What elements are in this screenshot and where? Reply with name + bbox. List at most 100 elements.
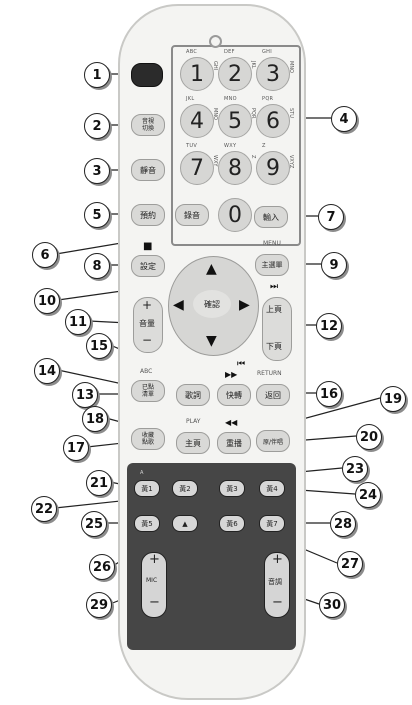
- callout-6: 6: [32, 242, 58, 268]
- callout-26: 26: [89, 554, 115, 580]
- setting-button[interactable]: 設定: [131, 255, 165, 277]
- callout-25: 25: [81, 511, 107, 537]
- callout-11: 11: [65, 309, 91, 335]
- num-key-8[interactable]: 8: [218, 151, 252, 185]
- sing-list-button[interactable]: 已點 清單: [131, 380, 165, 402]
- num-key-6[interactable]: 6: [256, 104, 290, 138]
- callout-28: 28: [330, 511, 356, 537]
- skip-next-icon: ⏭: [270, 282, 278, 292]
- callout-2: 2: [84, 113, 110, 139]
- num-key-3[interactable]: 3: [256, 57, 290, 91]
- panel-key-4[interactable]: 黃4: [259, 480, 285, 497]
- panel-key-2[interactable]: 黃2: [172, 480, 198, 497]
- panel-key-3[interactable]: 黃3: [219, 480, 245, 497]
- rw-icon: ◀◀: [225, 418, 237, 427]
- panel-key-1[interactable]: 黃1: [134, 480, 160, 497]
- panel-key-7[interactable]: 黃7: [259, 515, 285, 532]
- vol-plus-icon: +: [142, 298, 152, 312]
- num-key-6-letters: PQR: [262, 96, 273, 102]
- callout-3: 3: [84, 158, 110, 184]
- vol-label: 音量: [139, 318, 155, 329]
- callout-19: 19: [380, 386, 406, 412]
- mic-label: MIC: [146, 577, 157, 584]
- num-key-9-side: VXYZ: [288, 155, 294, 168]
- num-key-3-side: MNO: [288, 61, 294, 73]
- ir-indicator: [209, 35, 222, 48]
- arrow-up-icon[interactable]: ▲: [206, 262, 217, 276]
- vol-minus-icon: −: [142, 333, 152, 347]
- num-key-7-side: WXY: [212, 155, 218, 166]
- star-pick-button[interactable]: 收藏 點歌: [131, 428, 165, 450]
- num-key-7-letters: TUV: [186, 143, 197, 149]
- record-button[interactable]: 錄音: [175, 204, 209, 226]
- num-key-4[interactable]: 4: [180, 104, 214, 138]
- callout-30: 30: [319, 592, 345, 618]
- num-key-7[interactable]: 7: [180, 151, 214, 185]
- callout-1: 1: [84, 62, 110, 88]
- ok-button[interactable]: 確認: [193, 290, 231, 318]
- eject-button[interactable]: ▲: [172, 515, 198, 532]
- next-page-label: 下頁: [266, 341, 282, 352]
- callout-27: 27: [337, 551, 363, 577]
- mic-minus-icon: −: [149, 595, 160, 610]
- menu-small-label: MENU: [263, 240, 281, 247]
- prev-page-label: 上頁: [266, 304, 282, 315]
- reserve-button[interactable]: 預約: [131, 204, 165, 226]
- mode-button[interactable]: 音視 切換: [131, 114, 165, 136]
- mute-button[interactable]: 靜音: [131, 159, 165, 181]
- callout-8: 8: [84, 253, 110, 279]
- echo-label: 音調: [268, 577, 282, 587]
- arrow-right-icon[interactable]: ▶: [239, 298, 250, 312]
- callout-4: 4: [331, 106, 357, 132]
- arrow-left-icon[interactable]: ◀: [173, 298, 184, 312]
- callout-15: 15: [86, 333, 112, 359]
- num-key-0[interactable]: 0: [218, 198, 252, 232]
- panel-key-5[interactable]: 黃5: [134, 515, 160, 532]
- home-button[interactable]: 主頁: [176, 432, 210, 454]
- repeat-button[interactable]: 重播: [217, 432, 251, 454]
- callout-24: 24: [355, 482, 381, 508]
- power-button[interactable]: [131, 63, 163, 87]
- lyrics-button[interactable]: 歌詞: [176, 384, 210, 406]
- num-key-2-letters: DEF: [224, 49, 235, 55]
- callout-29: 29: [86, 592, 112, 618]
- menu-button[interactable]: 主選單: [255, 254, 289, 276]
- callout-21: 21: [86, 470, 112, 496]
- callout-16: 16: [316, 381, 342, 407]
- forward-button[interactable]: 快轉: [217, 384, 251, 406]
- echo-minus-icon: −: [272, 595, 283, 610]
- stop-icon: ■: [143, 241, 152, 252]
- panel-key-6[interactable]: 黃6: [219, 515, 245, 532]
- callout-17: 17: [63, 435, 89, 461]
- num-key-1[interactable]: 1: [180, 57, 214, 91]
- num-key-5[interactable]: 5: [218, 104, 252, 138]
- sing-track-button[interactable]: 原/伴唱: [256, 430, 290, 452]
- return-button[interactable]: 返回: [256, 384, 290, 406]
- num-key-1-side: GHI: [212, 61, 218, 70]
- callout-7: 7: [318, 204, 344, 230]
- input-button[interactable]: 輸入: [254, 206, 288, 228]
- num-key-8-side: Z: [250, 155, 256, 158]
- num-key-9-letters: Z: [262, 143, 266, 149]
- ff-icon: ▶▶: [225, 370, 237, 379]
- list-small-label: ABC: [140, 368, 152, 375]
- num-key-4-side: MNO: [212, 108, 218, 120]
- num-key-6-side: STU: [288, 108, 294, 118]
- callout-13: 13: [72, 382, 98, 408]
- num-key-5-side: PQR: [250, 108, 256, 118]
- return-small-label: RETURN: [257, 370, 282, 377]
- num-key-2-side: JKL: [250, 61, 256, 69]
- arrow-down-icon[interactable]: ▼: [206, 334, 217, 348]
- callout-5: 5: [84, 202, 110, 228]
- num-key-2[interactable]: 2: [218, 57, 252, 91]
- num-key-3-letters: GHI: [262, 49, 272, 55]
- callout-12: 12: [316, 313, 342, 339]
- callout-20: 20: [356, 424, 382, 450]
- skip-prev-icon: ⏮: [237, 359, 245, 369]
- num-key-5-letters: MNO: [224, 96, 237, 102]
- mic-plus-icon: +: [149, 552, 160, 567]
- num-key-1-letters: ABC: [186, 49, 197, 55]
- callout-23: 23: [342, 456, 368, 482]
- num-key-9[interactable]: 9: [256, 151, 290, 185]
- callout-9: 9: [321, 252, 347, 278]
